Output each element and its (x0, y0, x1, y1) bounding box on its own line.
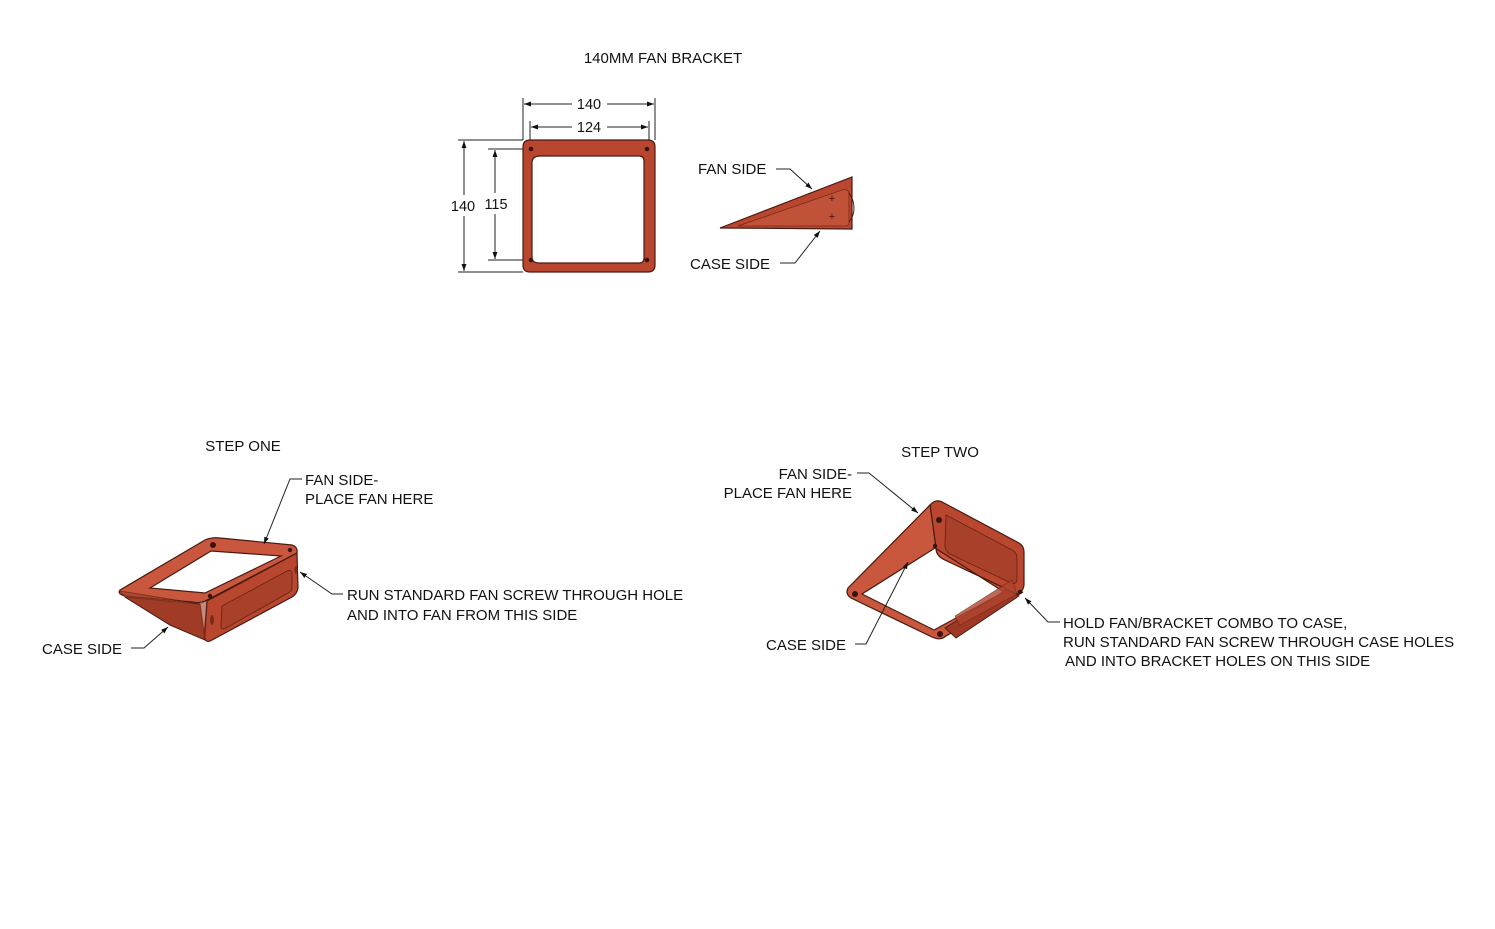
step-one: STEP ONE FAN SIDE- PLACE FAN HERE RUN ST… (42, 438, 683, 658)
svg-text:+: + (829, 193, 835, 205)
step-one-fan-side-line2: PLACE FAN HERE (305, 491, 433, 508)
step-two-fan-side-line1: FAN SIDE- (779, 466, 852, 483)
step-two-bracket (846, 500, 1025, 640)
step-one-heading: STEP ONE (205, 438, 281, 455)
step-one-case-side-label: CASE SIDE (42, 641, 122, 658)
side-fan-side-label: FAN SIDE (698, 161, 766, 178)
step-one-fan-side-line1: FAN SIDE- (305, 472, 378, 489)
step-two-hold-line1: HOLD FAN/BRACKET COMBO TO CASE, (1063, 615, 1347, 632)
step-two-case-side-label: CASE SIDE (766, 637, 846, 654)
step-one-bracket (118, 537, 299, 643)
side-view: + + FAN SIDE CASE SIDE (690, 161, 855, 273)
side-case-side-label: CASE SIDE (690, 256, 770, 273)
dim-outer-width: 140 (577, 97, 601, 113)
bracket-front-frame (522, 139, 656, 273)
dim-inner-height: 115 (484, 197, 507, 213)
step-two-hold-line3: AND INTO BRACKET HOLES ON THIS SIDE (1065, 653, 1370, 670)
step-two: STEP TWO FAN SIDE- PLACE FAN HERE HOLD F… (724, 444, 1455, 670)
step-one-screw-line2: AND INTO FAN FROM THIS SIDE (347, 607, 577, 624)
step-two-fan-side-line2: PLACE FAN HERE (724, 485, 852, 502)
step-two-heading: STEP TWO (901, 444, 979, 461)
front-view: 140 124 140 115 (451, 97, 656, 273)
drawing-title: 140MM FAN BRACKET (584, 50, 742, 67)
step-two-hold-line2: RUN STANDARD FAN SCREW THROUGH CASE HOLE… (1063, 634, 1454, 651)
svg-text:+: + (829, 211, 835, 223)
step-one-screw-line1: RUN STANDARD FAN SCREW THROUGH HOLE (347, 587, 683, 604)
dim-inner-width: 124 (577, 120, 601, 136)
dim-outer-height: 140 (451, 199, 475, 215)
